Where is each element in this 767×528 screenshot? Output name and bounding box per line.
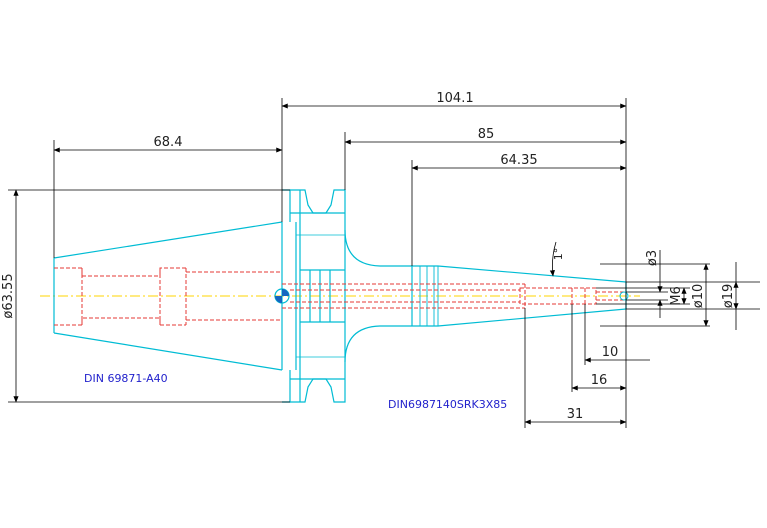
dim-tip-31: 31 <box>567 407 584 422</box>
dim-taper-length: 68.4 <box>154 135 183 150</box>
dim-tip-10: 10 <box>602 345 619 360</box>
dim-dia-3: ø3 <box>645 250 660 266</box>
note-din-69871: DIN 69871-A40 <box>84 372 168 385</box>
dimension-lines <box>8 98 760 428</box>
center-marks <box>274 288 629 304</box>
dim-thread-m6: M6 <box>669 286 684 306</box>
dim-flange-diameter: ø63.55 <box>1 273 16 318</box>
dim-overall-length: 104.1 <box>436 91 473 106</box>
dim-extension-length: 64.35 <box>500 153 537 168</box>
dim-shank-length: 85 <box>478 127 495 142</box>
note-din-6987140: DIN6987140SRK3X85 <box>388 398 507 411</box>
dim-dia-19: ø19 <box>721 284 736 309</box>
dim-dia-10: ø10 <box>691 284 706 309</box>
dim-tip-16: 16 <box>591 373 608 388</box>
dim-taper-angle: 1° <box>552 248 565 261</box>
